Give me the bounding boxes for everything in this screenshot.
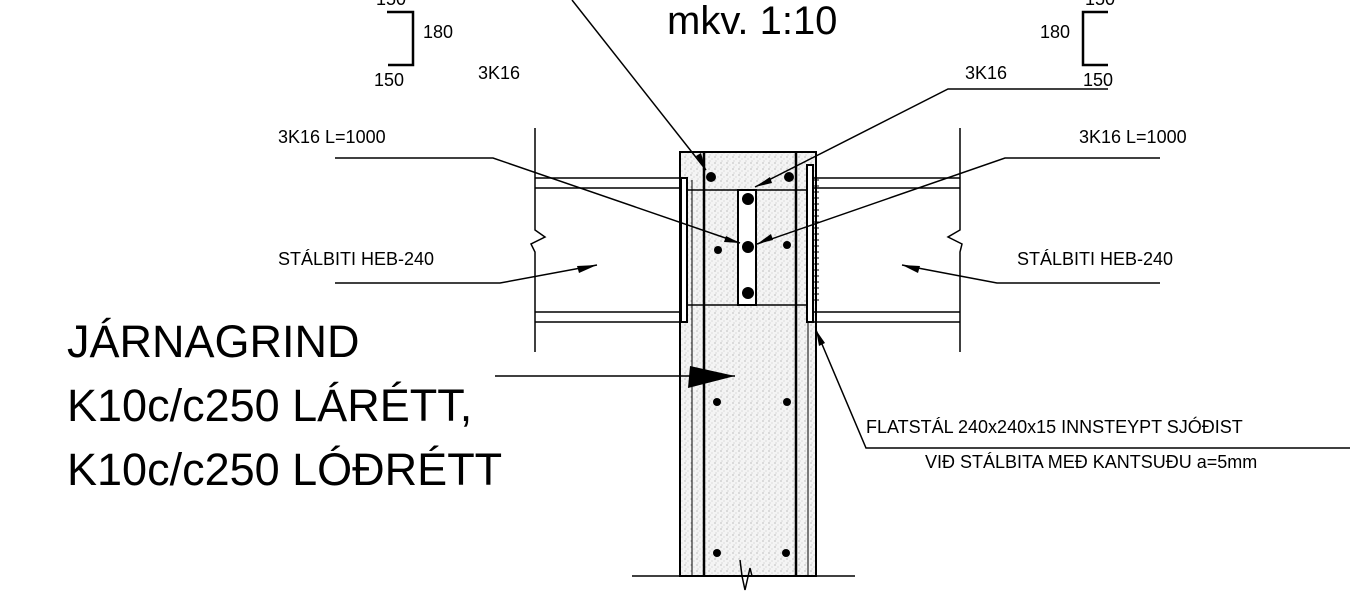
rebar-note-line1: JÁRNAGRIND <box>67 316 360 367</box>
bar-left-bottom-dim: 150 <box>374 70 404 90</box>
rebar-note-line2: K10c/c250 LÁRÉTT, <box>67 380 472 431</box>
label-right-beam: STÁLBITI HEB-240 <box>1017 249 1173 269</box>
bar-shape-left <box>387 10 415 67</box>
leader-lines <box>335 0 1350 449</box>
steel-beam-left <box>529 128 681 352</box>
bar-shape-right <box>1081 10 1108 67</box>
scale-label: mkv. 1:10 <box>667 0 837 43</box>
label-left-beam: STÁLBITI HEB-240 <box>278 249 434 269</box>
label-left-3k16-l1000: 3K16 L=1000 <box>278 127 386 147</box>
bar-right-side-dim: 180 <box>1040 22 1070 42</box>
bar-left-side-dim: 180 <box>423 22 453 42</box>
column-break-line <box>632 559 855 591</box>
rebar-note-line3: K10c/c250 LÓÐRÉTT <box>67 444 502 495</box>
bar-right-bottom-dim: 150 <box>1083 70 1113 90</box>
bar-left-top-dim: 150 <box>376 0 406 9</box>
plate-note-line1: FLATSTÁL 240x240x15 INNSTEYPT SJÓÐIST <box>866 416 1243 437</box>
bar-right-top-dim: 150 <box>1085 0 1115 9</box>
concrete-column <box>679 151 817 577</box>
rebar-dots <box>706 172 794 557</box>
flat-steel-plates <box>680 164 819 323</box>
steel-beam-right <box>813 128 963 352</box>
label-right-3k16-l1000: 3K16 L=1000 <box>1079 127 1187 147</box>
plate-note-line2: VIÐ STÁLBITA MEÐ KANTSUÐU a=5mm <box>925 452 1257 472</box>
label-left-3k16: 3K16 <box>478 63 520 83</box>
label-right-3k16: 3K16 <box>965 63 1007 83</box>
